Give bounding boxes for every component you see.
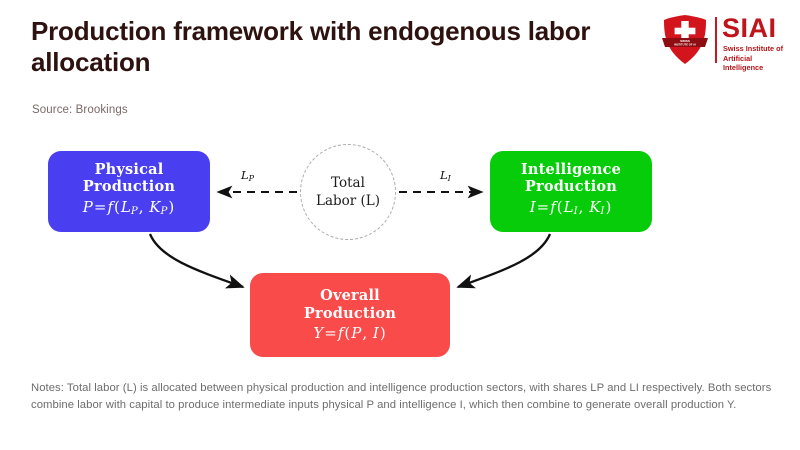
edge-label-li-sub: I bbox=[447, 174, 451, 183]
node-physical-formula: P=f(LP, KP) bbox=[82, 197, 175, 218]
node-total-labor-label: Total Labor (L) bbox=[316, 174, 380, 210]
swiss-shield-icon: SWISS INSTITUTE OF AI bbox=[660, 14, 710, 66]
f-arg2: KI bbox=[589, 197, 605, 218]
node-overall-formula: Y=f(P, I) bbox=[313, 324, 386, 342]
node-physical-title-line1: Physical bbox=[94, 160, 164, 178]
f-lhs: I bbox=[529, 197, 536, 216]
production-framework-diagram: LP LI Physical Production P=f(LP, KP) To… bbox=[0, 130, 800, 370]
diagram-connectors bbox=[148, 185, 552, 289]
node-intelligence-title: Intelligence Production bbox=[521, 161, 621, 196]
edge-label-li: LI bbox=[440, 168, 451, 183]
logo-divider bbox=[715, 17, 717, 63]
f-op: = bbox=[536, 197, 550, 216]
f-fn: f bbox=[107, 197, 114, 216]
logo-wordmark: SIAI bbox=[722, 13, 777, 43]
node-total-labor-hub: Total Labor (L) bbox=[300, 144, 396, 240]
source-label: Source: Brookings bbox=[32, 104, 128, 116]
node-overall-title: Overall Production bbox=[304, 287, 396, 322]
node-physical-title: Physical Production bbox=[83, 161, 175, 196]
edge-label-lp: LP bbox=[241, 168, 254, 183]
node-intelligence-title-line1: Intelligence bbox=[520, 160, 622, 178]
node-physical-production[interactable]: Physical Production P=f(LP, KP) bbox=[48, 151, 210, 232]
f-op: = bbox=[93, 197, 107, 216]
node-overall-title-line2: Production bbox=[303, 304, 397, 322]
f-lhs: Y bbox=[313, 324, 324, 342]
f-arg1: LP bbox=[120, 197, 138, 218]
node-overall-title-line1: Overall bbox=[320, 287, 380, 304]
page-title: Production framework with endogenous lab… bbox=[31, 16, 591, 77]
node-intelligence-formula: I=f(LI, KI) bbox=[529, 197, 612, 218]
edge-physical-to-overall bbox=[148, 233, 245, 289]
edge-label-lp-base: L bbox=[241, 168, 249, 182]
f-fn: f bbox=[337, 324, 344, 342]
f-arg2: I bbox=[372, 324, 379, 342]
f-arg2: KP bbox=[149, 197, 168, 218]
node-total-labor-line1: Total bbox=[331, 175, 365, 191]
edge-intelligence-to-overall bbox=[456, 233, 552, 289]
node-total-labor-line2: Labor (L) bbox=[315, 193, 381, 209]
f-op: = bbox=[324, 324, 337, 342]
f-fn: f bbox=[550, 197, 556, 216]
siai-logo: SWISS INSTITUTE OF AI SIAI Swiss Institu… bbox=[660, 13, 788, 72]
f-lhs: P bbox=[82, 197, 93, 216]
logo-tagline: Swiss Institute of Artificial Intelligen… bbox=[723, 44, 784, 72]
notes-text: Notes: Total labor (L) is allocated betw… bbox=[31, 382, 772, 411]
svg-text:SWISS: SWISS bbox=[680, 39, 690, 43]
header: Production framework with endogenous lab… bbox=[0, 0, 800, 130]
node-intelligence-title-line2: Production bbox=[524, 178, 618, 196]
edge-label-lp-sub: P bbox=[248, 174, 255, 183]
node-overall-production[interactable]: Overall Production Y=f(P, I) bbox=[250, 273, 450, 357]
edge-label-li-base: L bbox=[440, 168, 448, 182]
f-arg1: P bbox=[351, 324, 362, 342]
node-physical-title-line2: Production bbox=[82, 178, 176, 196]
svg-text:INSTITUTE OF AI: INSTITUTE OF AI bbox=[674, 43, 696, 47]
node-intelligence-production[interactable]: Intelligence Production I=f(LI, KI) bbox=[490, 151, 652, 232]
f-arg1: LI bbox=[563, 197, 578, 218]
